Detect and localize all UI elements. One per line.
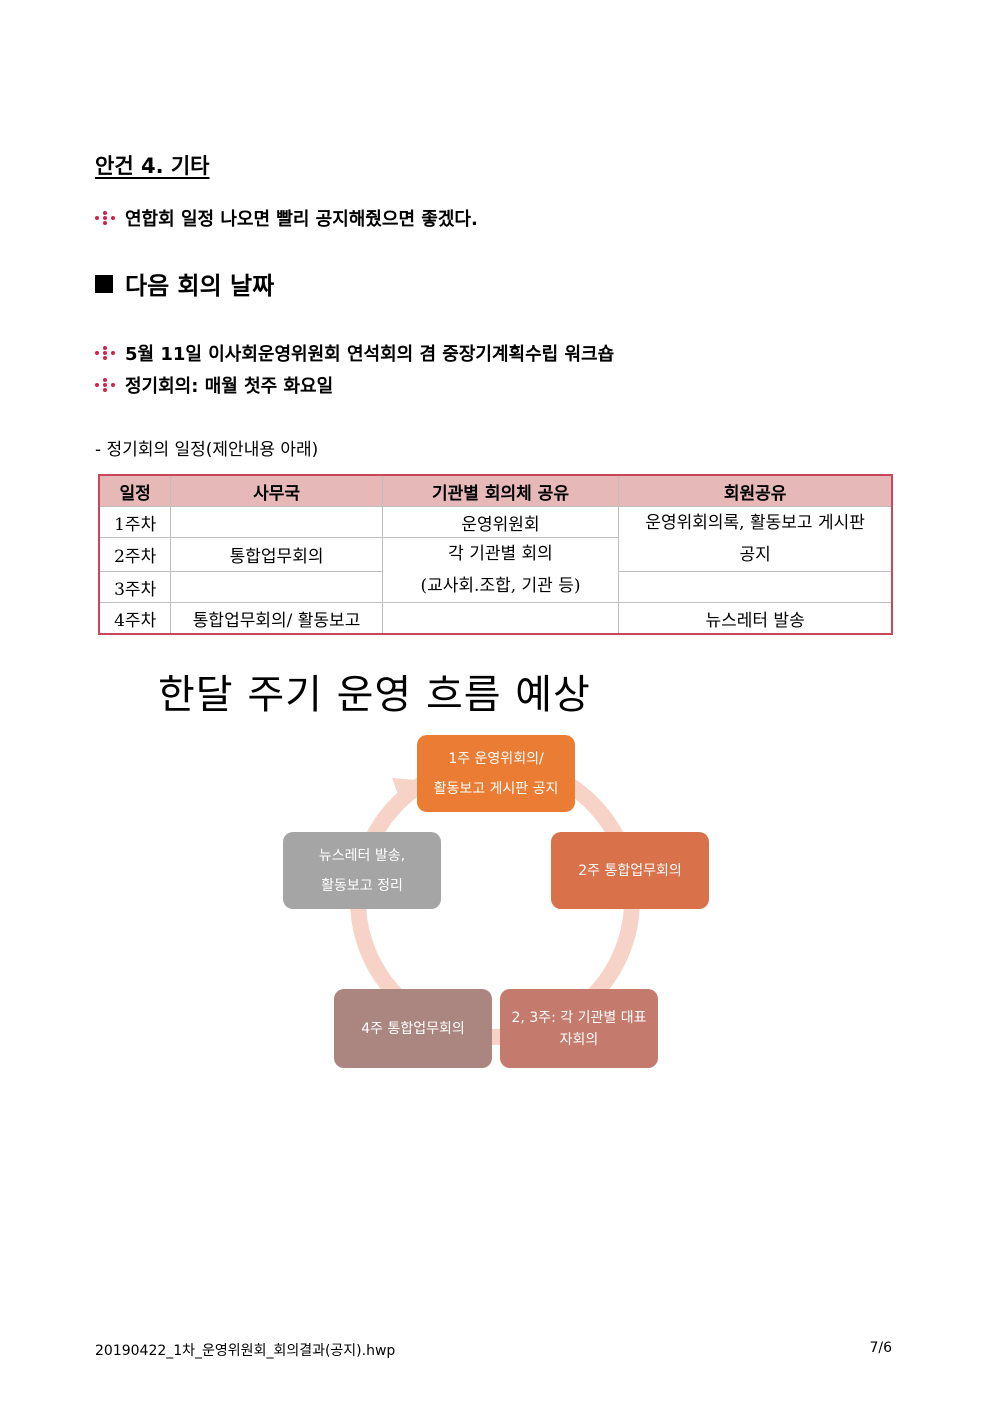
schedule-note: - 정기회의 일정(제안내용 아래) <box>95 440 319 460</box>
table-header-row: 일정 사무국 기관별 회의체 공유 회원공유 <box>98 474 893 507</box>
office-cell <box>170 571 383 603</box>
table-row: 1주차 운영위원회 운영위회의록, 활동보고 게시판 공지 <box>98 506 893 572</box>
member-cell-line: 운영위회의록, 활동보고 게시판 <box>645 513 865 533</box>
office-cell <box>170 506 383 538</box>
table-row: 2주차 통합업무회의 각 기관별 회의 (교사회.조합, 기관 등) <box>98 537 892 603</box>
bullet-icon <box>95 346 115 360</box>
week-cell: 1주차 <box>98 506 172 538</box>
cycle-node-week2: 2주 통합업무회의 <box>551 832 709 909</box>
member-cell <box>618 571 893 603</box>
agency-cell-line: (교사회.조합, 기관 등) <box>420 576 581 596</box>
schedule-table: 일정 사무국 기관별 회의체 공유 회원공유 1주차 운영위원회 운영위회의록,… <box>98 474 893 635</box>
node-label: 4주 통합업무회의 <box>361 1020 465 1037</box>
week-cell: 4주차 <box>98 602 172 635</box>
member-cell: 운영위회의록, 활동보고 게시판 공지 <box>618 506 893 572</box>
agenda-bullet-text: 연합회 일정 나오면 빨리 공지해줬으면 좋겠다. <box>125 209 478 230</box>
bullet-icon <box>95 378 115 392</box>
member-cell: 뉴스레터 발송 <box>618 602 893 635</box>
node-label: 2주 통합업무회의 <box>578 862 682 879</box>
node-label: 활동보고 정리 <box>321 877 403 894</box>
header-cell: 사무국 <box>170 474 383 507</box>
next-meeting-bullet-2-text: 정기회의: 매월 첫주 화요일 <box>125 376 334 397</box>
footer-page-number: 7/6 <box>869 1340 892 1356</box>
agency-cell: 운영위원회 <box>381 506 620 538</box>
agency-cell <box>381 602 620 635</box>
next-meeting-bullet-1-text: 5월 11일 이사회운영위원회 연석회의 겸 중장기계획수립 워크숍 <box>125 344 615 365</box>
bullet-icon <box>95 211 115 225</box>
member-cell-line: 공지 <box>739 545 771 565</box>
agenda-title: 안건 4. 기타 <box>95 154 210 178</box>
office-cell: 통합업무회의 <box>170 537 383 572</box>
cycle-node-week4: 4주 통합업무회의 <box>334 989 492 1068</box>
table-row: 4주차 통합업무회의/ 활동보고 뉴스레터 발송 <box>98 602 893 635</box>
table-row: 3주차 <box>98 571 893 603</box>
node-label: 2, 3주: 각 기관별 대표 <box>511 1009 647 1026</box>
header-cell: 기관별 회의체 공유 <box>381 474 620 507</box>
square-icon <box>95 274 113 293</box>
node-label: 활동보고 게시판 공지 <box>433 780 559 797</box>
cycle-node-newsletter: 뉴스레터 발송, 활동보고 정리 <box>283 832 441 909</box>
cycle-node-week1: 1주 운영위회의/ 활동보고 게시판 공지 <box>417 735 575 812</box>
node-label: 1주 운영위회의/ <box>448 750 544 767</box>
next-meeting-heading-text: 다음 회의 날짜 <box>125 272 275 300</box>
agenda-bullet: 연합회 일정 나오면 빨리 공지해줬으면 좋겠다. <box>95 205 478 231</box>
week-cell: 3주차 <box>98 571 172 603</box>
node-label: 자회의 <box>559 1031 599 1048</box>
cycle-diagram-title: 한달 주기 운영 흐름 예상 <box>158 672 591 718</box>
next-meeting-bullet-2: 정기회의: 매월 첫주 화요일 <box>95 372 333 398</box>
agency-cell-line: 각 기관별 회의 <box>448 544 553 564</box>
week-cell: 2주차 <box>98 537 172 572</box>
next-meeting-bullet-1: 5월 11일 이사회운영위원회 연석회의 겸 중장기계획수립 워크숍 <box>95 340 614 366</box>
next-meeting-heading: 다음 회의 날짜 <box>95 266 274 301</box>
agency-cell: 각 기관별 회의 (교사회.조합, 기관 등) <box>381 537 620 603</box>
cycle-node-week23: 2, 3주: 각 기관별 대표 자회의 <box>500 989 658 1068</box>
header-cell: 회원공유 <box>618 474 893 507</box>
cycle-arrow-icon <box>392 778 416 800</box>
office-cell: 통합업무회의/ 활동보고 <box>170 602 383 635</box>
header-cell: 일정 <box>98 474 172 507</box>
node-label: 뉴스레터 발송, <box>318 847 406 864</box>
footer-filename: 20190422_1차_운영위원회_회의결과(공지).hwp <box>95 1343 396 1359</box>
